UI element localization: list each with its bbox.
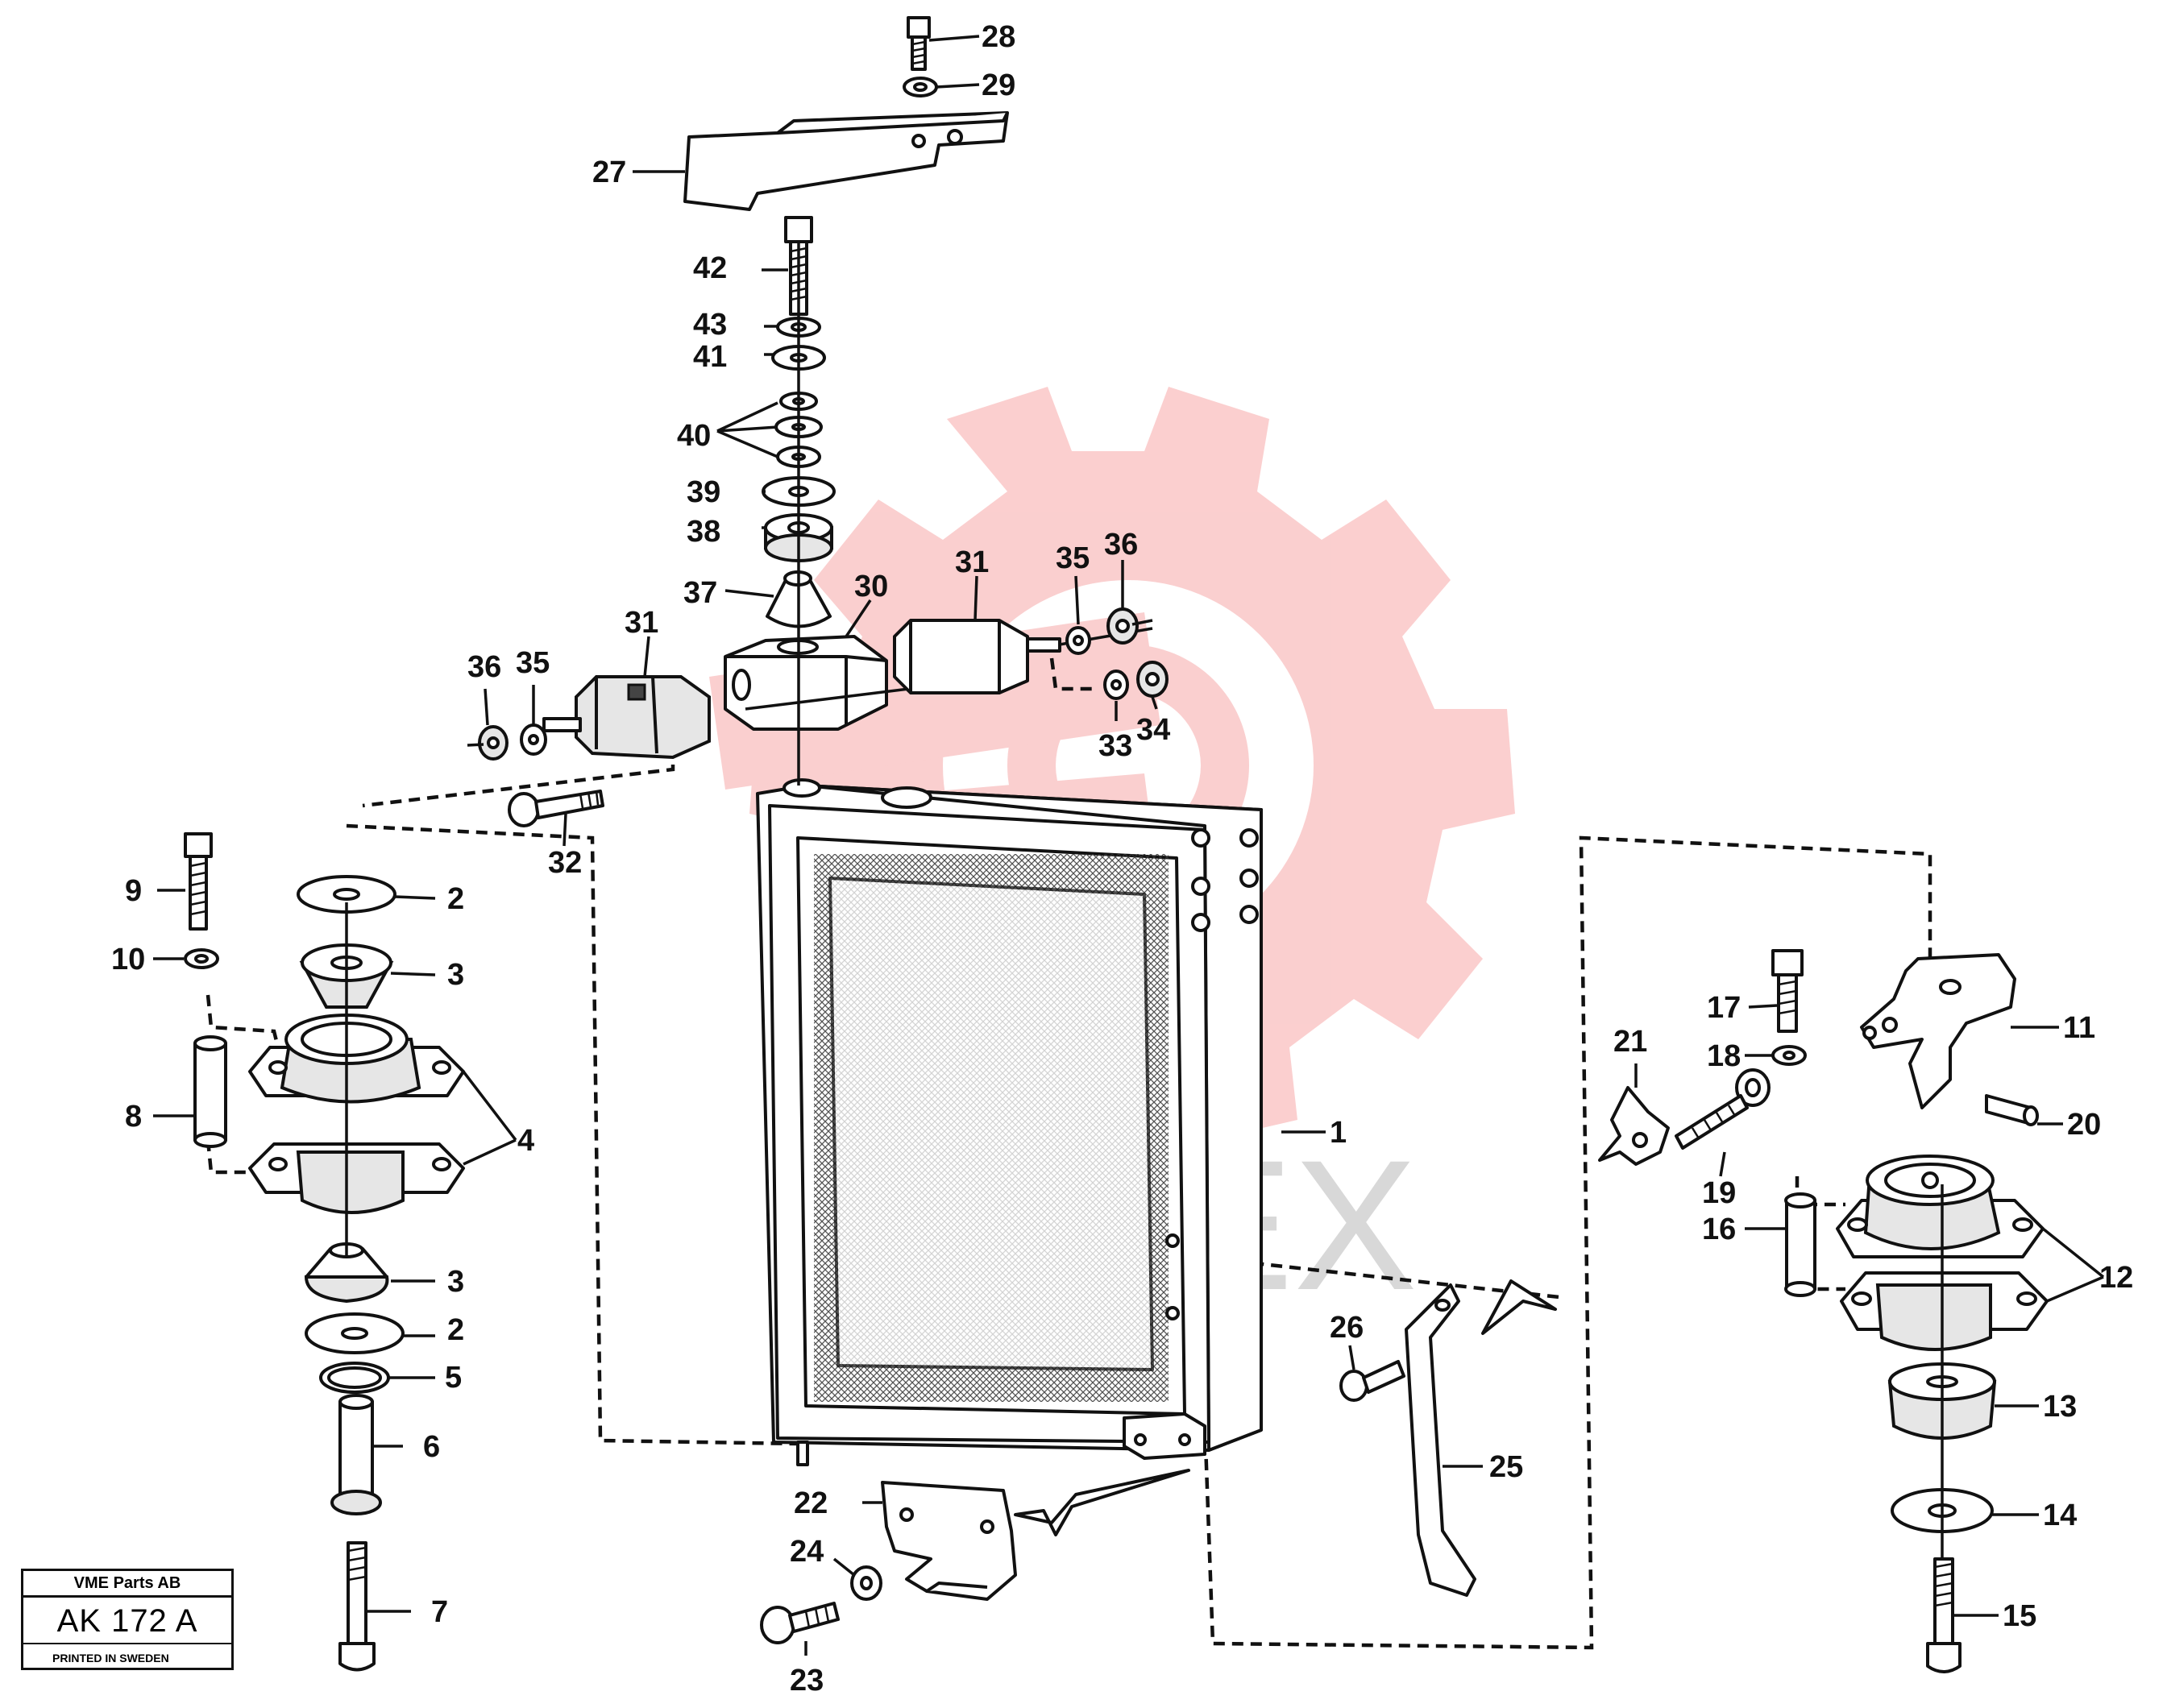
nuts-washers-33-36 [467, 607, 1169, 761]
callout-32: 32 [548, 846, 582, 880]
callout-7: 7 [431, 1595, 448, 1629]
callout-14: 14 [2043, 1499, 2077, 1532]
engine-mount-12 [1836, 1155, 2049, 1351]
bolt-26 [1339, 1360, 1405, 1402]
callout-41: 41 [693, 340, 727, 374]
title-block: VME Parts AB AK 172 A PRINTED IN SWEDEN [21, 1569, 234, 1670]
bolt-28 [907, 16, 931, 71]
callout-18: 18 [1707, 1039, 1741, 1073]
rubber-mount-31-right [893, 619, 1153, 694]
wing-nut-21 [1598, 1086, 1670, 1166]
pin-20 [1985, 1094, 2039, 1126]
bracket-22 [881, 1469, 1190, 1601]
callout-3-top: 3 [447, 958, 464, 992]
washer-2-bottom [305, 1312, 405, 1354]
callout-24: 24 [790, 1535, 824, 1569]
eye-bolt-19 [1675, 1068, 1771, 1150]
callout-13: 13 [2043, 1390, 2077, 1424]
callout-21: 21 [1613, 1025, 1647, 1059]
callout-2-top: 2 [447, 882, 464, 916]
callout-25: 25 [1489, 1450, 1523, 1484]
rubber-mount-31-left [542, 675, 711, 760]
callout-20: 20 [2067, 1108, 2101, 1142]
ring-5 [319, 1362, 390, 1394]
callout-4: 4 [517, 1124, 534, 1158]
callout-27: 27 [592, 155, 626, 189]
callout-29: 29 [982, 68, 1015, 102]
callout-30: 30 [854, 570, 888, 603]
callout-36-left: 36 [467, 650, 501, 684]
washer-18 [1771, 1045, 1807, 1066]
callout-26: 26 [1330, 1311, 1364, 1345]
callout-10: 10 [111, 943, 145, 976]
callout-22: 22 [794, 1486, 828, 1520]
top-bracket-27 [683, 111, 1009, 211]
callout-38: 38 [687, 515, 720, 549]
bolt-9 [184, 832, 213, 931]
washer-24 [850, 1565, 882, 1601]
washer-10 [184, 948, 219, 969]
cone-3-bottom [304, 1242, 389, 1304]
strap-25 [1405, 1279, 1557, 1597]
sleeve-8 [193, 1035, 227, 1148]
callout-34: 34 [1136, 713, 1170, 747]
callout-40: 40 [677, 419, 711, 453]
callout-3-bottom: 3 [447, 1265, 464, 1299]
callout-8: 8 [125, 1100, 142, 1134]
callout-33: 33 [1098, 729, 1132, 763]
callout-23: 23 [790, 1664, 824, 1698]
callout-2-bottom: 2 [447, 1313, 464, 1347]
callout-11: 11 [2063, 1011, 2095, 1045]
callout-5: 5 [445, 1361, 462, 1395]
callout-39: 39 [687, 475, 720, 509]
callout-12: 12 [2099, 1261, 2133, 1295]
printed-note: PRINTED IN SWEDEN [23, 1643, 231, 1672]
sleeve-16 [1784, 1192, 1816, 1297]
callout-37: 37 [683, 576, 717, 610]
callout-1: 1 [1330, 1116, 1347, 1150]
callout-35-left: 35 [516, 646, 550, 680]
center-guides [345, 242, 1944, 1559]
callout-28: 28 [982, 20, 1015, 54]
washer-29 [903, 77, 938, 97]
callout-16: 16 [1702, 1213, 1736, 1246]
callout-31-right: 31 [955, 545, 989, 579]
callout-35-right: 35 [1056, 541, 1090, 575]
drawing-code: AK 172 A [56, 1603, 198, 1639]
bolt-17 [1771, 949, 1804, 1033]
callout-42: 42 [693, 251, 727, 285]
leader-lines [153, 35, 2105, 1656]
bolt-7 [338, 1541, 376, 1672]
callout-17: 17 [1707, 991, 1741, 1025]
spacer-6 [330, 1394, 382, 1515]
callout-36-right: 36 [1104, 528, 1138, 562]
mount-block-30 [724, 635, 1008, 731]
engine-mount-4 [248, 1014, 465, 1214]
callout-6: 6 [423, 1430, 440, 1464]
callout-15: 15 [2003, 1599, 2036, 1633]
callout-9: 9 [125, 874, 142, 908]
bolt-15 [1926, 1557, 1962, 1673]
bracket-11 [1860, 953, 2016, 1109]
bolt-32 [508, 790, 604, 827]
callout-43: 43 [693, 308, 727, 342]
company-name: VME Parts AB [23, 1571, 231, 1598]
bolt-23 [760, 1602, 840, 1644]
radiator-core [756, 778, 1263, 1466]
callout-labels: 1 2 2 3 3 4 5 6 7 8 9 10 11 12 13 14 15 … [111, 20, 2133, 1698]
callout-19: 19 [1702, 1176, 1736, 1210]
callout-31-left: 31 [625, 606, 658, 640]
